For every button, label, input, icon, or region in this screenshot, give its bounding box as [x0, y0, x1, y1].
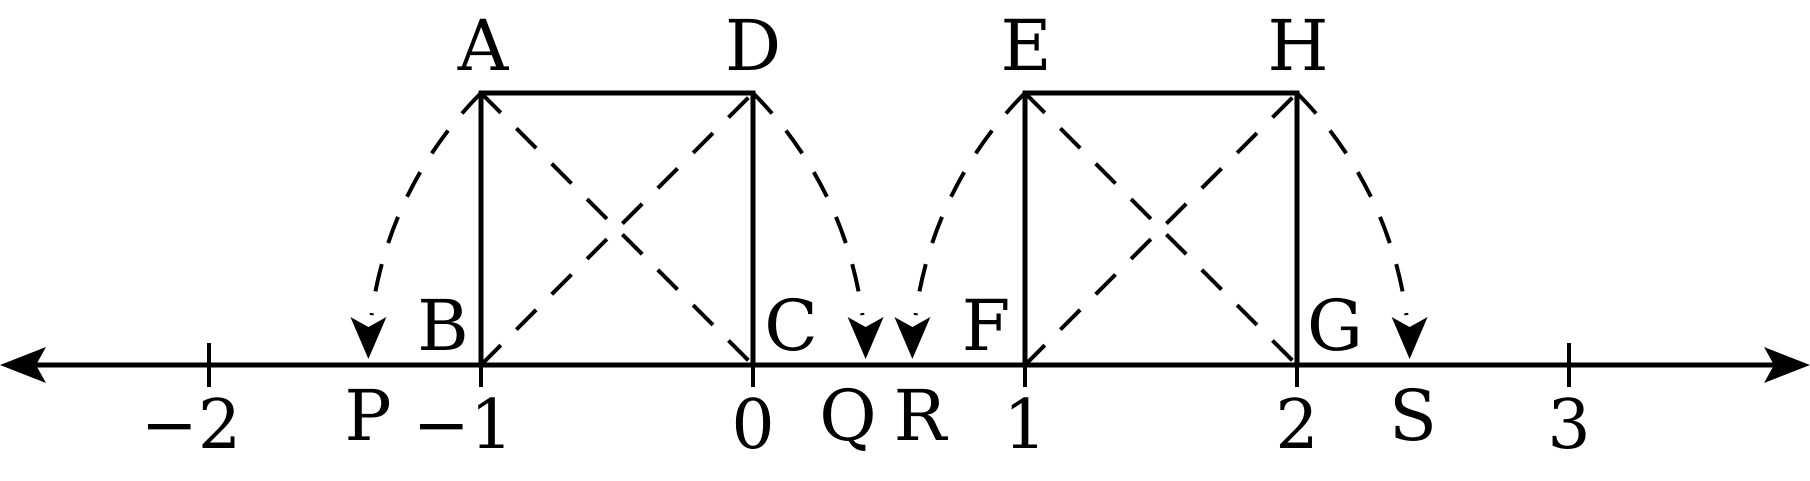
point-label-r: R	[894, 375, 949, 457]
vertex-label-f: F	[962, 285, 1011, 367]
number-line: −2 −1 0 1 2 3	[0, 343, 1810, 465]
point-label-p: P	[344, 375, 391, 457]
axis-tick-label: 1	[1003, 386, 1046, 465]
vertex-label-g: G	[1307, 285, 1363, 367]
vertex-label-c: C	[764, 285, 818, 367]
left-arrowhead	[0, 347, 46, 383]
arc-arrowhead	[847, 317, 884, 359]
vertex-label-e: E	[1000, 5, 1051, 87]
axis-tick-label: 3	[1547, 386, 1590, 465]
axis-ticks: −2 −1 0 1 2 3	[141, 343, 1591, 465]
arc-arrowhead	[1391, 317, 1428, 359]
axis-tick-label: −2	[141, 386, 241, 465]
point-label-q: Q	[819, 375, 876, 457]
axis-tick-label: 2	[1275, 386, 1318, 465]
square-diagonal	[1023, 91, 1299, 367]
point-label-s: S	[1389, 375, 1437, 457]
square-outline	[478, 90, 756, 365]
rotation-arc	[1295, 91, 1409, 316]
vertex-label-a: A	[457, 5, 510, 87]
vertex-label-b: B	[417, 285, 468, 367]
arc-arrowhead	[350, 317, 387, 359]
rotation-arc	[751, 91, 865, 316]
axis-tick-label: −1	[413, 386, 513, 465]
rotation-arc	[369, 91, 483, 316]
square-outline	[1022, 90, 1300, 365]
rotation-arc	[913, 91, 1027, 316]
square-diagonal	[479, 91, 755, 367]
rotation-arcs	[350, 91, 1428, 359]
vertex-label-d: D	[725, 5, 781, 87]
point-labels: A D B C E H F G P Q R S	[344, 5, 1437, 457]
axis-tick-label: 0	[731, 386, 774, 465]
squares	[478, 90, 1300, 367]
right-arrowhead	[1764, 347, 1810, 383]
vertex-label-h: H	[1267, 5, 1328, 87]
arc-arrowhead	[894, 317, 931, 359]
square-diagonal	[1023, 91, 1299, 367]
square-diagonal	[479, 91, 755, 367]
